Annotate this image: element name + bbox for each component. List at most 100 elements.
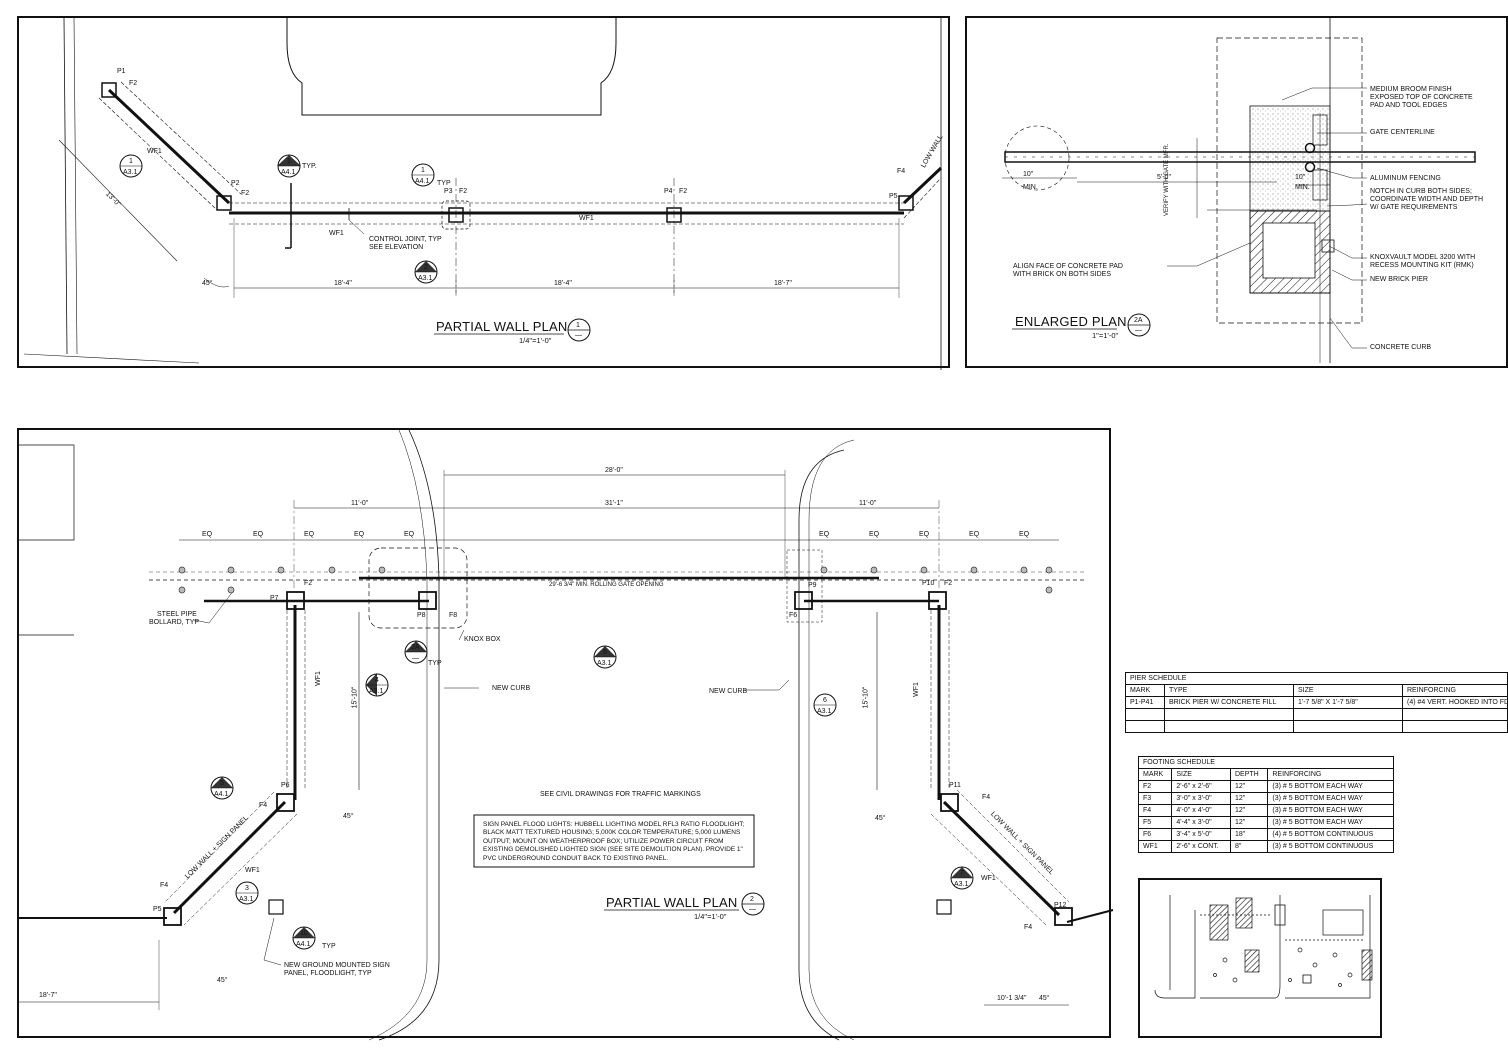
enlarged-plan-tag-top: 2A (1134, 317, 1143, 324)
key-plan-drawing (1154, 895, 1373, 999)
footing-f4-a: F4 (259, 802, 268, 809)
pier-empty-cell (1402, 720, 1508, 733)
wf1-label-d: WF1 (981, 875, 996, 882)
pier-header-size: SIZE (1293, 684, 1403, 697)
dim-min-b: MIN. (1295, 184, 1310, 191)
footing-header-size: SIZE (1171, 768, 1231, 781)
footing-f8: F8 (449, 612, 458, 619)
footing-cell: F4 (1137, 804, 1173, 817)
note-align-face-2: WITH BRICK ON BOTH SIDES (1013, 271, 1112, 278)
key-plan-frame (1138, 878, 1382, 1038)
eq-label-4: EQ (354, 531, 365, 538)
wf1-label-a: WF1 (314, 671, 322, 686)
footing-cell: (3) # 5 BOTTOM EACH WAY (1267, 816, 1394, 829)
dim-10-1-3-4: 10'-1 3/4" (997, 995, 1027, 1002)
bollard-note-1: STEEL PIPE (157, 611, 197, 618)
eq-label-6: EQ (819, 531, 830, 538)
bubble-3-bottom: A3.1 (239, 896, 254, 903)
pier-p9: P9 (808, 582, 817, 589)
eq-label-8: EQ (919, 531, 930, 538)
footing-f2-label-c: F2 (459, 188, 468, 195)
pier-schedule-title: PIER SCHEDULE (1125, 672, 1508, 685)
table-row: P1-P41 BRICK PIER W/ CONCRETE FILL 1'-7 … (1125, 696, 1508, 709)
bubble-10-top: 10 (300, 930, 308, 937)
note-broom-finish-1: MEDIUM BROOM FINISH (1370, 86, 1452, 93)
typ-label-b: TYP (322, 943, 336, 950)
note-aluminum-fencing: ALUMINUM FENCING (1370, 175, 1441, 182)
bubble-2a-bottom: — (412, 655, 419, 662)
note-notch-1: NOTCH IN CURB BOTH SIDES; (1370, 188, 1472, 195)
footing-cell: 3'-0" x 3'-0" (1171, 792, 1231, 805)
footing-f2-a: F2 (304, 580, 313, 587)
dim-10-min-b: 10" (1295, 174, 1306, 181)
pier-p4-label: P4 (664, 188, 673, 195)
plan-2-drawing (19, 429, 1114, 1041)
footing-cell: F6 (1137, 828, 1173, 841)
bubble-a-bottom: A3.1 (123, 169, 138, 176)
footing-f4-label: F4 (897, 168, 906, 175)
footing-cell: WF1 (1137, 840, 1173, 853)
wf1-label-b: WF1 (245, 867, 260, 874)
plan-2-tag-bottom: — (749, 906, 756, 913)
pier-header-mark: MARK (1125, 684, 1165, 697)
plan-2-scale: 1/4"=1'-0" (694, 912, 727, 921)
footing-f2-b: F2 (944, 580, 953, 587)
note-broom-finish-3: PAD AND TOOL EDGES (1370, 102, 1448, 109)
typ-label-2: TYP (437, 180, 451, 187)
plan-2-tag-top: 2 (750, 896, 754, 903)
footing-cell: 4'-4" x 3'-0" (1171, 816, 1231, 829)
enlarged-plan-frame: MEDIUM BROOM FINISH EXPOSED TOP OF CONCR… (965, 16, 1508, 368)
control-joint-note: CONTROL JOINT, TYP (369, 236, 442, 243)
plan-1-scale: 1/4"=1'-0" (519, 336, 552, 345)
pier-p5: P5 (153, 906, 162, 913)
note-notch-3: W/ GATE REQUIREMENTS (1370, 204, 1458, 211)
footing-f4-c: F4 (982, 794, 991, 801)
footing-cell: (3) # 5 BOTTOM EACH WAY (1267, 780, 1394, 793)
pier-p3-label: P3 (444, 188, 453, 195)
footing-f6: F6 (789, 612, 798, 619)
footing-schedule-table: FOOTING SCHEDULE MARK SIZE DEPTH REINFOR… (1137, 756, 1394, 853)
plan-1-drawing (23, 17, 943, 370)
wf1-label-b: WF1 (329, 230, 344, 237)
note-gate-centerline: GATE CENTERLINE (1370, 129, 1435, 136)
pier-empty-cell (1164, 720, 1294, 733)
pier-p6: P6 (281, 782, 290, 789)
pier-p7: P7 (270, 595, 279, 602)
dim-15-10-right: 15'-10" (862, 686, 870, 709)
see-elevation-note: SEE ELEVATION (369, 244, 424, 251)
bollard-note-2: BOLLARD, TYP (149, 619, 200, 626)
wf1-label-c: WF1 (579, 215, 594, 222)
bubble-7-bottom: A3.1 (954, 881, 969, 888)
bubble-3-top: 3 (245, 885, 249, 892)
eq-label-5: EQ (404, 531, 415, 538)
pier-cell: 1'-7 5/8" X 1'-7 5/8" (1293, 696, 1403, 709)
eq-label-9: EQ (969, 531, 980, 538)
footing-cell: (3) # 5 BOTTOM EACH WAY (1267, 804, 1394, 817)
bubble-2a-top: 2A (411, 644, 420, 651)
pier-empty-cell (1293, 720, 1403, 733)
plan-1-tag-bottom: — (575, 332, 582, 339)
eq-label-3: EQ (304, 531, 315, 538)
bubble-d-bottom: A3.1 (418, 275, 433, 282)
pier-empty-cell (1293, 708, 1403, 721)
bubble-5a-bottom: A4.1 (214, 791, 229, 798)
bubble-10-bottom: A4.1 (296, 941, 311, 948)
wf1-label-c: WF1 (912, 682, 920, 697)
footing-f2-label-b: F2 (241, 190, 250, 197)
footing-f2-label-a: F2 (129, 80, 138, 87)
bubble-5a-top: 5 (220, 780, 224, 787)
partial-wall-plan-1-frame: P1 F2 P2 F2 P3 F2 P4 F2 P5 F4 LOW WALL W… (17, 16, 950, 370)
footing-cell: 12" (1229, 780, 1269, 793)
bubble-b-bottom: A4.1 (281, 169, 296, 176)
footing-cell: 2'-6" x 2'-6" (1171, 780, 1231, 793)
bubble-a-top: 1 (129, 158, 133, 165)
bubble-6-top: 6 (823, 697, 827, 704)
pier-p10: P10 (922, 580, 935, 587)
footing-f4-b: F4 (160, 882, 169, 889)
pier-empty-cell (1164, 708, 1294, 721)
note-new-brick-pier: NEW BRICK PIER (1370, 276, 1428, 283)
gate-opening-label: 29'-6 3/4" MIN. ROLLING GATE OPENING (549, 582, 664, 588)
